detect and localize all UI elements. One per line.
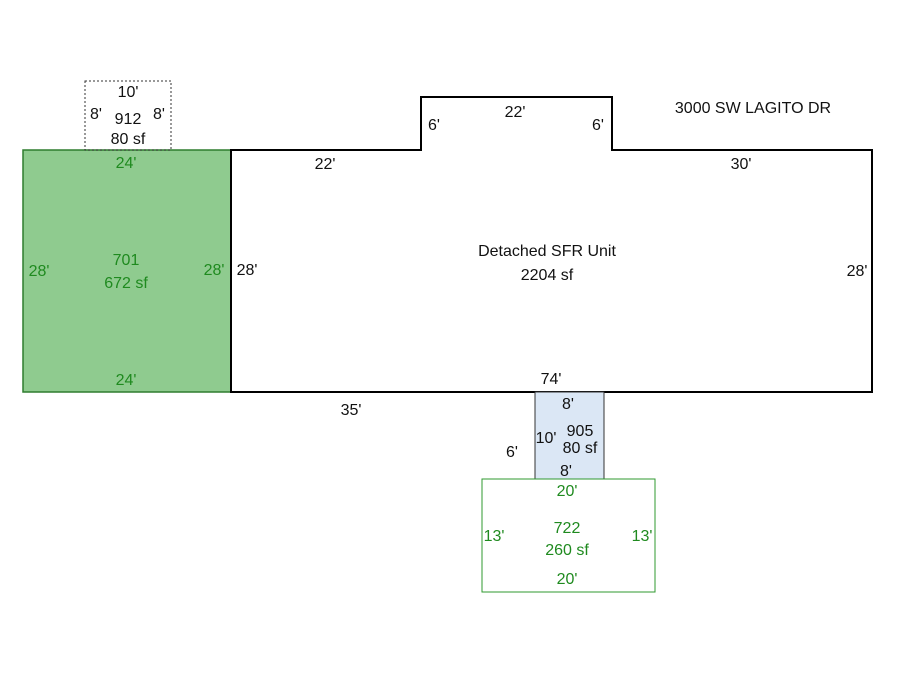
dim-patio-bottom: 20' xyxy=(557,571,578,588)
patio-code: 722 xyxy=(554,520,581,537)
porch-area: 80 sf xyxy=(563,440,598,457)
patio-722-area xyxy=(481,478,656,593)
dim-garage-left: 28' xyxy=(29,263,50,280)
dim-905-bottom: 8' xyxy=(560,463,572,480)
dim-main-bump-top: 22' xyxy=(505,104,526,121)
dim-main-right-top: 30' xyxy=(731,156,752,173)
box-912-code: 912 xyxy=(115,111,142,128)
box-912-area-label: 80 sf xyxy=(111,131,146,148)
dim-main-bump-right: 6' xyxy=(592,117,604,134)
dim-905-left: 10' xyxy=(536,430,557,447)
dim-main-left: 28' xyxy=(237,262,258,279)
dim-patio-right: 13' xyxy=(632,528,653,545)
garage-701-area xyxy=(22,149,232,393)
patio-area: 260 sf xyxy=(545,542,589,559)
dim-garage-top: 24' xyxy=(116,155,137,172)
garage-area: 672 sf xyxy=(104,275,148,292)
garage-code: 701 xyxy=(113,252,140,269)
box-912-area xyxy=(84,80,172,151)
dim-main-bump-left: 6' xyxy=(428,117,440,134)
dim-main-right: 28' xyxy=(847,263,868,280)
porch-code: 905 xyxy=(567,423,594,440)
dim-patio-top: 20' xyxy=(557,483,578,500)
dim-garage-bottom: 24' xyxy=(116,372,137,389)
porch-905-area xyxy=(534,391,605,480)
dim-912-left: 8' xyxy=(90,106,102,123)
dim-garage-right: 28' xyxy=(204,262,225,279)
dim-patio-left: 13' xyxy=(484,528,505,545)
dim-main-left-top: 22' xyxy=(315,156,336,173)
dim-905-offset: 6' xyxy=(506,444,518,461)
dim-905-top: 8' xyxy=(562,396,574,413)
dim-main-bottom: 74' xyxy=(541,371,562,388)
main-unit-outline xyxy=(230,96,873,393)
dim-912-top: 10' xyxy=(118,84,139,101)
dim-main-bottom-left: 35' xyxy=(341,402,362,419)
main-unit-area: 2204 sf xyxy=(521,267,574,284)
address-label: 3000 SW LAGITO DR xyxy=(675,100,831,117)
main-unit-name: Detached SFR Unit xyxy=(478,243,616,260)
dim-912-right: 8' xyxy=(153,106,165,123)
